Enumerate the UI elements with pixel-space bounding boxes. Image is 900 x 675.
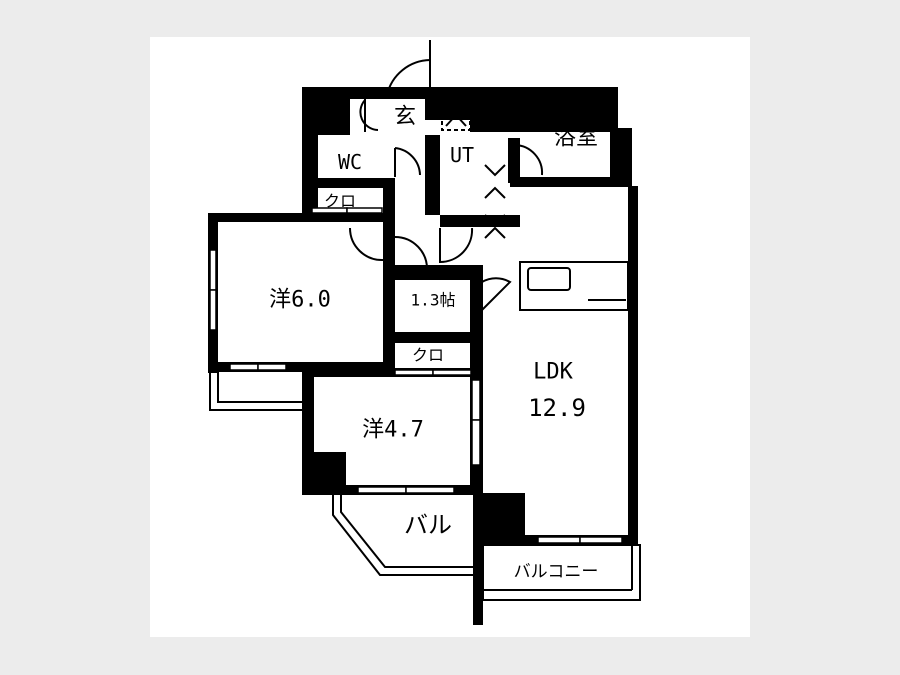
label-bath: 浴室 <box>554 126 598 151</box>
label-balcony: バルコニー <box>514 562 599 582</box>
label-ut: UT <box>450 143 474 167</box>
label-closet-2: クロ <box>412 346 444 365</box>
label-western-4-7: 洋4.7 <box>362 418 424 443</box>
label-ldk-size: 12.9 <box>528 394 586 422</box>
label-ldk: LDK <box>533 360 573 385</box>
label-entrance: 玄 <box>394 105 416 130</box>
label-western-6: 洋6.0 <box>269 288 331 313</box>
label-balcony-small: バル <box>404 511 452 539</box>
label-wc: WC <box>338 150 362 174</box>
room-labels: 玄 WC UT 浴室 クロ 洋6.0 1.3帖 クロ 洋4.7 LDK 12.9… <box>269 105 598 583</box>
windows <box>209 207 623 544</box>
label-closet-1: クロ <box>324 192 356 211</box>
label-storage: 1.3帖 <box>411 291 456 310</box>
